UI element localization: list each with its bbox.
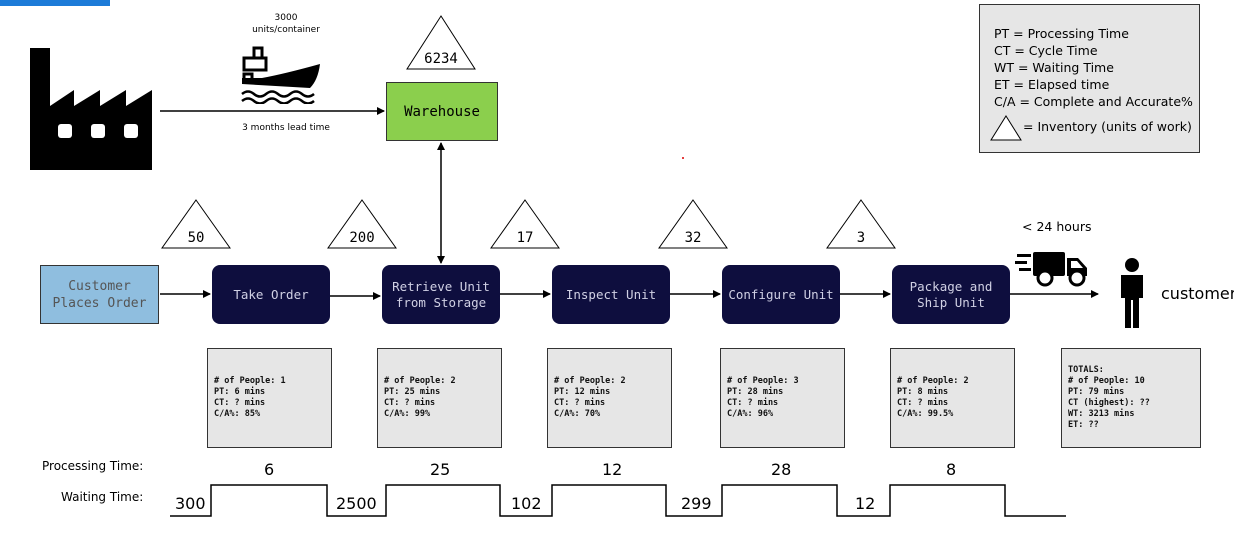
truck-icon [1015,252,1087,287]
totals-title: TOTALS: [1068,365,1104,375]
stray-dot [682,157,684,159]
process-inspect-unit: Inspect Unit [552,265,670,324]
inventory-triangle-icon [161,199,231,249]
inventory-triangle-icon [990,115,1022,141]
legend-box: PT = Processing Time CT = Cycle Time WT … [979,4,1200,153]
people-count: # of People: 2 [384,376,456,386]
processing-value: 8 [946,460,957,479]
processing-value: 12 [602,460,623,479]
totals-people: # of People: 10 [1068,376,1145,386]
inventory-32: 32 [658,199,728,249]
customer-label: customer [1161,284,1234,303]
processing-time: PT: 28 mins [727,387,784,397]
warehouse-inventory-value: 6234 [424,51,458,67]
inventory-triangle-icon [658,199,728,249]
totals-ct: CT (highest): ?? [1068,398,1150,408]
processing-time: PT: 12 mins [554,387,611,397]
processing-time-label: Processing Time: [42,459,144,473]
inventory-value: 200 [349,230,375,246]
process-take-order: Take Order [212,265,330,324]
data-box-inspect-unit: # of People: 2 PT: 12 mins CT: ? mins C/… [547,348,672,448]
ship-icon [241,46,320,104]
processing-value: 28 [771,460,792,479]
inventory-triangle-icon [406,15,476,70]
complete-accurate: C/A%: 96% [727,409,774,419]
shipment-unit: units/container [252,25,320,35]
complete-accurate: C/A%: 85% [214,409,261,419]
inventory-triangle-icon [826,199,896,249]
people-count: # of People: 2 [897,376,969,386]
inventory-triangle-icon [327,199,397,249]
people-count: # of People: 2 [554,376,626,386]
factory-icon [30,48,152,170]
people-count: # of People: 1 [214,376,286,386]
legend-inventory-row: = Inventory (units of work) [990,115,1195,141]
inventory-value: 17 [516,230,534,246]
legend-item-pt: PT = Processing Time [994,26,1129,41]
data-box-take-order: # of People: 1 PT: 6 mins CT: ? mins C/A… [207,348,332,448]
legend-item-et: ET = Elapsed time [994,77,1110,92]
waiting-value: 102 [511,494,542,513]
warehouse-inventory: 6234 [406,15,476,70]
processing-time: PT: 6 mins [214,387,266,397]
customer-person-icon [1121,258,1143,328]
waiting-value: 2500 [336,494,377,513]
totals-pt: PT: 79 mins [1068,387,1125,397]
data-box-configure-unit: # of People: 3 PT: 28 mins CT: ? mins C/… [720,348,845,448]
inventory-value: 32 [684,230,702,246]
process-package-ship: Package and Ship Unit [892,265,1010,324]
waiting-value: 300 [175,494,206,513]
processing-value: 6 [264,460,275,479]
processing-value: 25 [430,460,451,479]
top-accent-bar [0,0,110,6]
cycle-time: CT: ? mins [554,398,606,408]
process-configure-unit: Configure Unit [722,265,840,324]
shipment-qty: 3000 [274,13,298,23]
complete-accurate: C/A%: 99% [384,409,431,419]
cycle-time: CT: ? mins [214,398,266,408]
people-count: # of People: 3 [727,376,799,386]
inventory-value: 50 [187,230,205,246]
data-box-package-ship: # of People: 2 PT: 8 mins CT: ? mins C/A… [890,348,1015,448]
cycle-time: CT: ? mins [727,398,779,408]
totals-box: TOTALS: # of People: 10 PT: 79 mins CT (… [1061,348,1201,448]
cycle-time: CT: ? mins [384,398,436,408]
processing-time: PT: 25 mins [384,387,441,397]
totals-et: ET: ?? [1068,420,1099,430]
process-retrieve-unit: Retrieve Unit from Storage [382,265,500,324]
waiting-value: 12 [855,494,876,513]
inventory-200: 200 [327,199,397,249]
legend-item-ct: CT = Cycle Time [994,43,1098,58]
inventory-17: 17 [490,199,560,249]
complete-accurate: C/A%: 70% [554,409,601,419]
customer-order-box: Customer Places Order [40,265,159,324]
totals-wt: WT: 3213 mins [1068,409,1135,419]
waiting-time-label: Waiting Time: [61,490,144,504]
complete-accurate: C/A%: 99.5% [897,409,954,419]
lead-time-label: 3 months lead time [242,123,330,133]
delivery-time: < 24 hours [1022,219,1092,234]
data-box-retrieve-unit: # of People: 2 PT: 25 mins CT: ? mins C/… [377,348,502,448]
legend-inventory-note: = Inventory (units of work) [1023,119,1192,134]
inventory-triangle-icon [490,199,560,249]
legend-item-wt: WT = Waiting Time [994,60,1114,75]
legend-item-ca: C/A = Complete and Accurate% [994,94,1193,109]
timeline-ladder [170,484,1066,517]
inventory-value: 3 [856,230,866,246]
inventory-3: 3 [826,199,896,249]
waiting-value: 299 [681,494,712,513]
warehouse-box: Warehouse [386,82,498,141]
inventory-50: 50 [161,199,231,249]
cycle-time: CT: ? mins [897,398,949,408]
processing-time: PT: 8 mins [897,387,949,397]
